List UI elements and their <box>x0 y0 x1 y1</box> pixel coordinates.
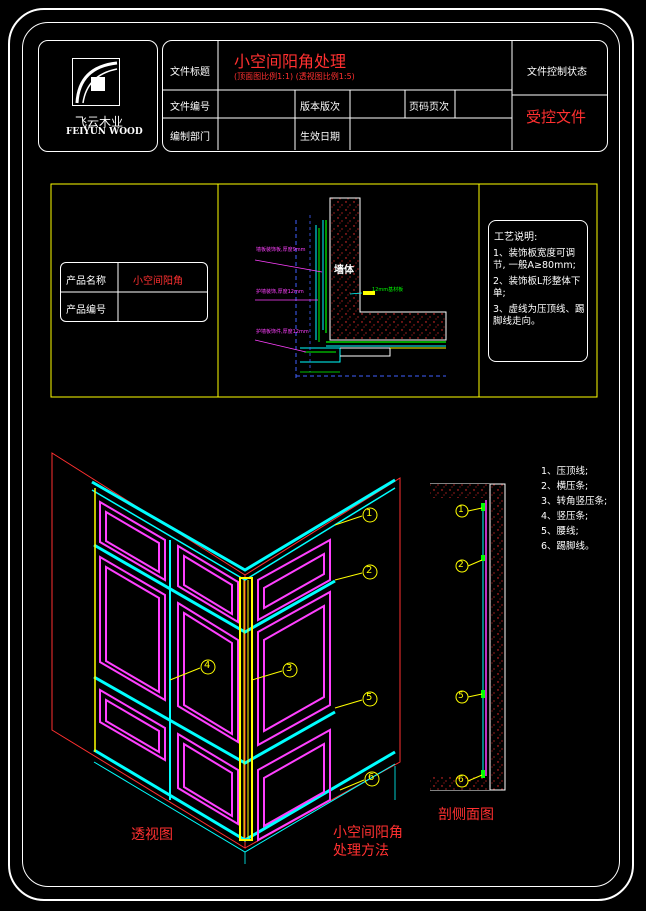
label-file-number: 文件编号 <box>170 102 210 113</box>
section-marker-6: 6 <box>458 775 464 785</box>
caption-method-line2: 处理方法 <box>333 843 389 859</box>
legend-item-6: 6、踢脚线。 <box>541 541 595 552</box>
label-control-status: 文件控制状态 <box>527 67 587 78</box>
marker-1: 1 <box>366 508 373 519</box>
label-page: 页码页次 <box>409 102 449 113</box>
marker-3: 3 <box>286 663 293 674</box>
caption-method-line1: 小空间阳角 <box>333 825 403 841</box>
process-item-1: 1、装饰板宽度可调节, 一般A≥80mm; <box>493 248 576 271</box>
legend-item-2: 2、横压条; <box>541 481 589 492</box>
product-code-label: 产品编号 <box>66 305 106 316</box>
logo-text-en: FEIYUN WOOD <box>66 127 143 137</box>
label-department: 编制部门 <box>170 132 210 143</box>
legend-item-1: 1、压顶线; <box>541 466 589 477</box>
section-marker-2: 2 <box>458 560 464 570</box>
logo-box <box>38 40 158 152</box>
label-title: 文件标题 <box>170 67 210 78</box>
process-item-2: 2、装饰板L形整体下单; <box>493 276 581 299</box>
marker-4: 4 <box>204 660 211 671</box>
caption-section: 剖侧面图 <box>438 807 494 823</box>
product-box <box>60 262 208 322</box>
legend-item-4: 4、竖压条; <box>541 511 589 522</box>
legend-item-3: 3、转角竖压条; <box>541 496 608 507</box>
process-title: 工艺说明: <box>494 232 538 243</box>
outer-frame <box>8 8 634 901</box>
inner-frame <box>22 22 620 887</box>
section-marker-1: 1 <box>458 505 464 515</box>
label-version: 版本版次 <box>300 102 340 113</box>
product-name-value: 小空间阳角 <box>133 276 183 287</box>
label-effective-date: 生效日期 <box>300 132 340 143</box>
document-title: 小空间阳角处理 <box>234 52 347 71</box>
product-name-label: 产品名称 <box>66 276 106 287</box>
marker-5: 5 <box>366 692 373 703</box>
caption-perspective: 透视图 <box>131 827 173 843</box>
logo-text-cn: 飞云木业 <box>75 115 124 129</box>
process-item-3: 3、虚线为压顶线、踢脚线走向。 <box>493 304 585 327</box>
legend-item-5: 5、腰线; <box>541 526 579 537</box>
section-marker-5: 5 <box>458 691 464 701</box>
process-notes-box <box>488 220 588 362</box>
title-block <box>162 40 608 152</box>
document-subtitle: (顶面图比例1:1) (透视图比例1:5) <box>234 72 355 81</box>
callout-b: 护墙装饰,厚度12mm <box>256 289 304 295</box>
callout-c: 护墙板饰件,厚度12mm <box>256 329 309 335</box>
board-label: 12mm基材板 <box>372 287 404 293</box>
status-badge: 受控文件 <box>526 108 587 126</box>
marker-2: 2 <box>366 565 373 576</box>
logo-icon <box>72 58 120 106</box>
callout-a: 墙板装饰板,厚度9mm <box>256 247 306 253</box>
marker-6: 6 <box>368 772 375 783</box>
wall-label: 墙体 <box>334 265 354 276</box>
